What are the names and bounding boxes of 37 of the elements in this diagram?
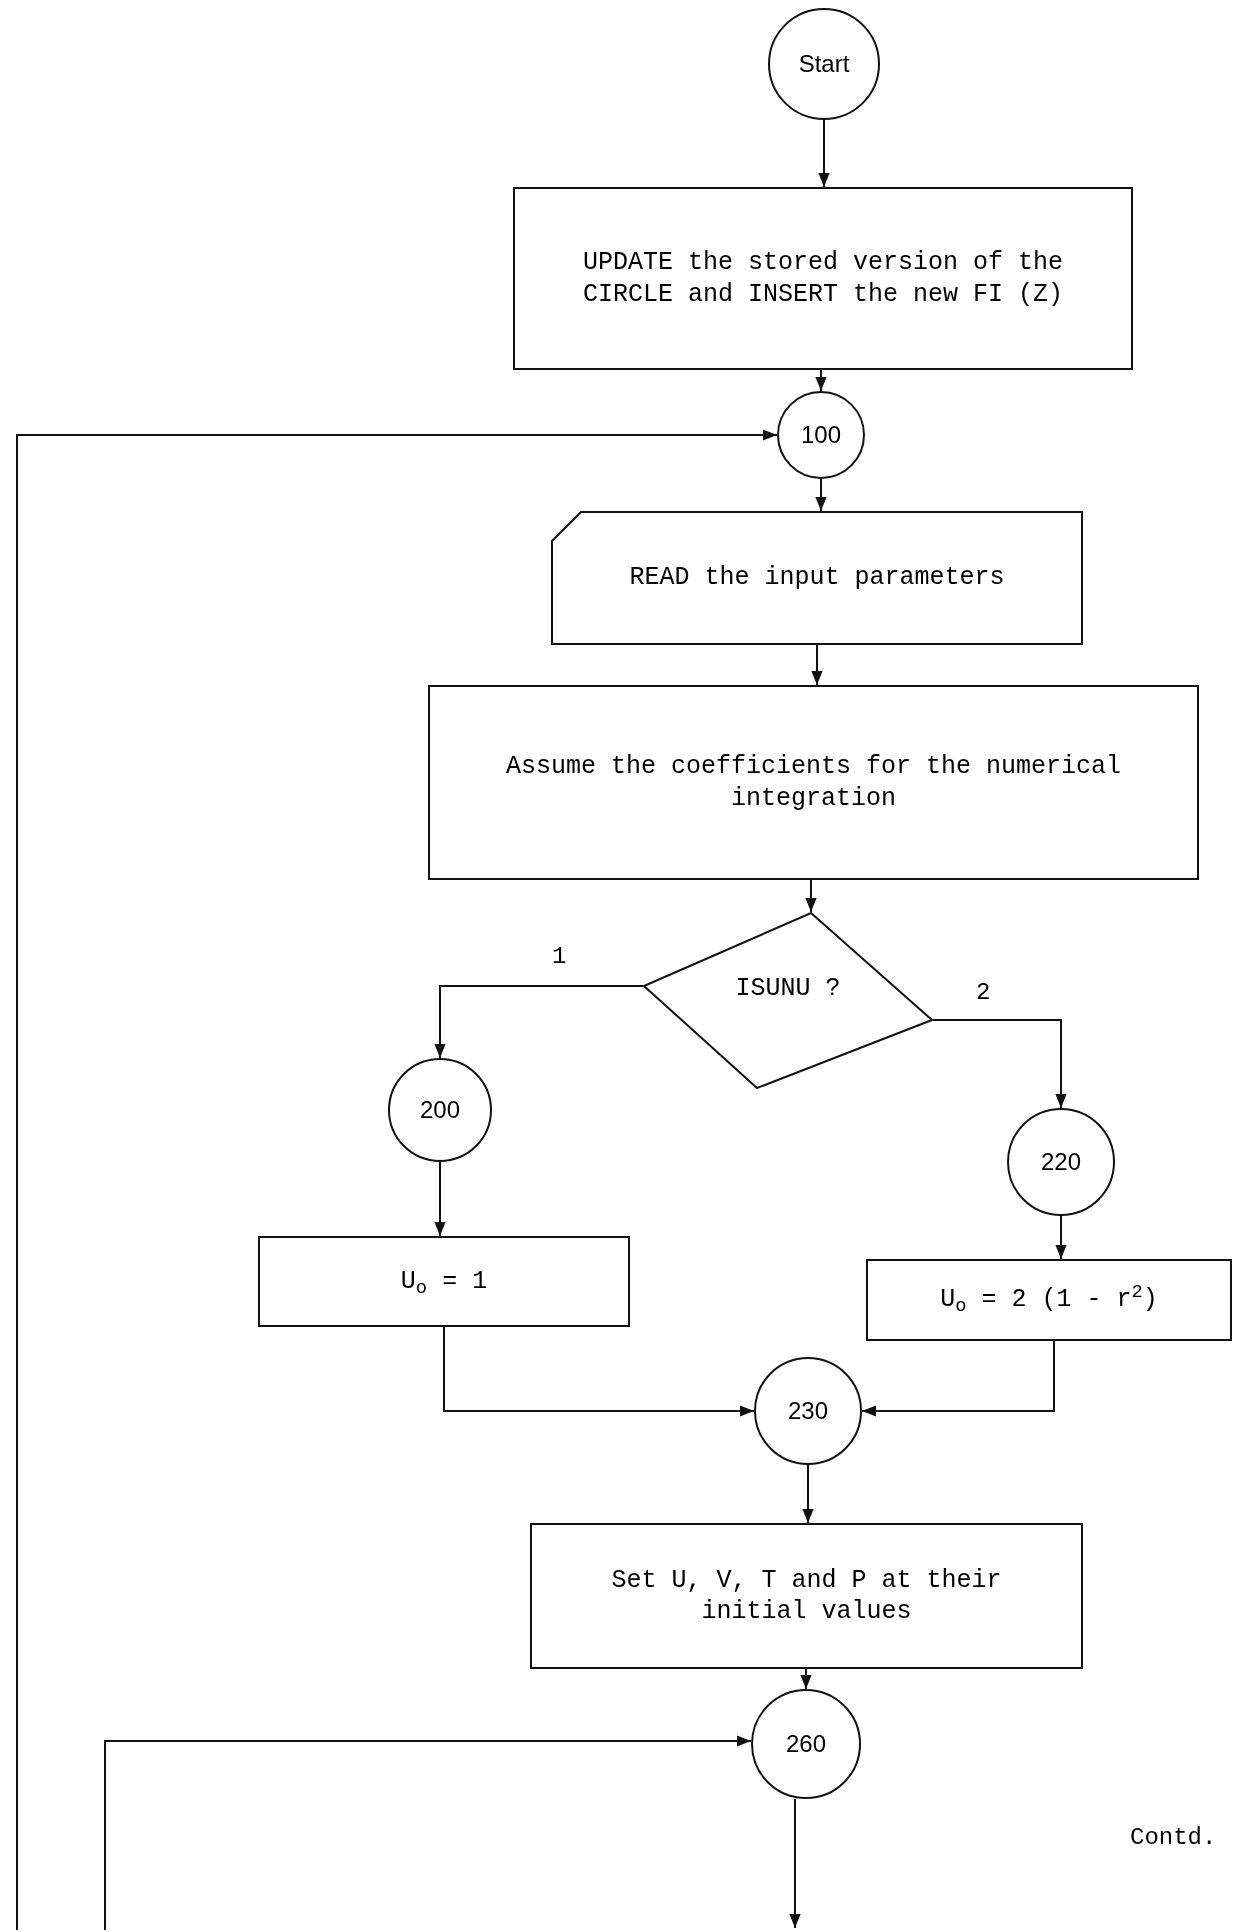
node-text: READ the input parameters: [629, 562, 1005, 594]
arrow: [789, 1798, 801, 1929]
node-text: Set U, V, T and P at their initial values: [610, 1564, 1003, 1628]
node-text: U$_{o}$ = 2 (1 - r$^{2}$): [940, 1284, 1158, 1316]
process-box: [258, 1236, 630, 1327]
arrow: [811, 644, 823, 686]
process-box: [866, 1259, 1232, 1341]
input-card: [551, 511, 1083, 645]
arrow: [802, 1464, 814, 1524]
arrow: [16, 429, 778, 1931]
arrow: [818, 119, 830, 188]
process-box: [513, 187, 1133, 370]
node-text: 260: [785, 1729, 826, 1759]
node-text: U$_{o}$ = 1: [400, 1265, 488, 1298]
node-text: 100: [800, 420, 841, 450]
decision-diamond: [643, 912, 933, 1089]
arrow: [434, 985, 644, 1059]
arrow: [1055, 1215, 1067, 1260]
arrow: [800, 1668, 812, 1690]
node-text: UPDATE the stored version of the CIRCLE and INSERT the new FI (Z): [581, 247, 1065, 310]
node-text: 230: [787, 1396, 828, 1426]
process-box: [428, 685, 1199, 880]
arrow: [815, 478, 827, 512]
node-text: Start: [798, 49, 850, 79]
arrow: [815, 369, 827, 392]
arrow: [861, 1340, 1055, 1417]
node-text: ISUNU ?: [735, 972, 841, 1005]
arrow: [932, 1019, 1067, 1109]
node-text: Assume the coefficients for the numerical integration: [504, 751, 1123, 814]
arrow: [434, 1161, 446, 1237]
process-box: [530, 1523, 1083, 1669]
arrow: [805, 879, 817, 913]
node-text: 200: [419, 1095, 460, 1125]
arrow: [443, 1326, 755, 1417]
node-text: 220: [1040, 1147, 1081, 1177]
continuation-note: Contd.: [1130, 1823, 1217, 1853]
arrow: [104, 1735, 753, 1931]
